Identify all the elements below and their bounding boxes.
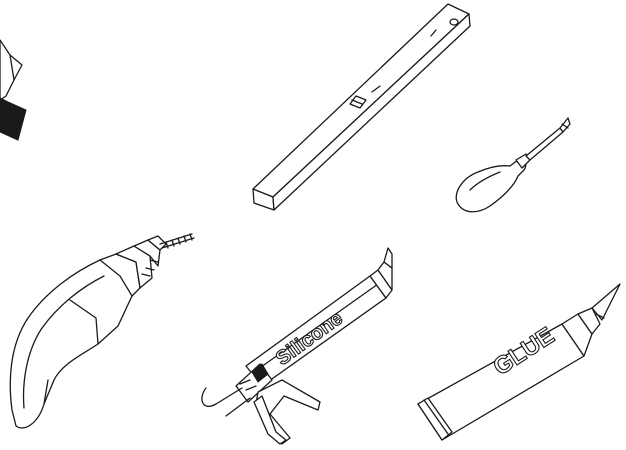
arrow-icon [0, 40, 26, 140]
drill-icon [10, 234, 194, 428]
glue-tube-icon: GLUE [418, 284, 620, 440]
screwdriver-icon [456, 118, 570, 212]
spirit-level-icon [253, 4, 470, 210]
caulking-gun-icon: Silicone [202, 248, 392, 444]
